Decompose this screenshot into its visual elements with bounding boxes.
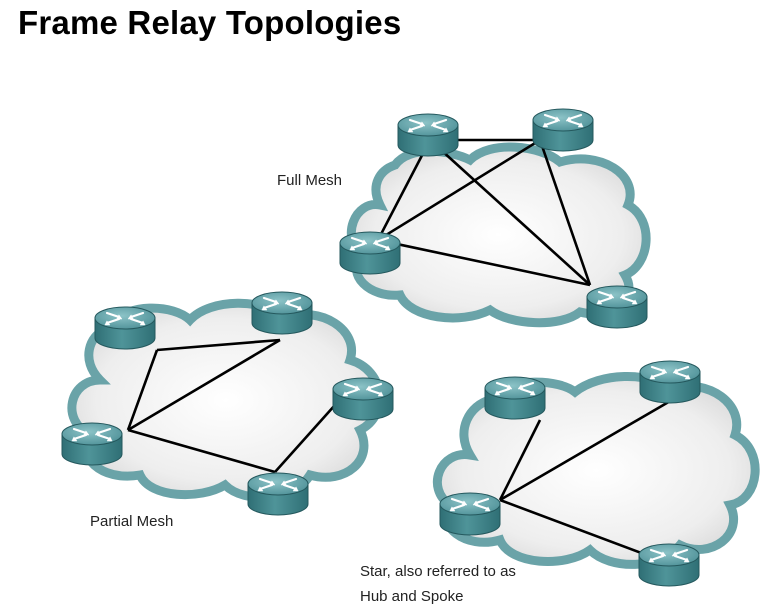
partial-mesh-label: Partial Mesh xyxy=(90,513,173,530)
router-icon xyxy=(396,112,460,158)
router-icon xyxy=(250,290,314,336)
router-icon xyxy=(585,284,649,330)
full-mesh-group xyxy=(338,107,651,330)
router-icon xyxy=(331,376,395,422)
router-icon xyxy=(638,359,702,405)
router-icon xyxy=(483,375,547,421)
router-icon xyxy=(338,230,402,276)
star-group xyxy=(432,359,760,588)
star-label-line2: Hub and Spoke xyxy=(360,588,463,605)
star-label-line1: Star, also referred to as xyxy=(360,563,516,580)
partial-mesh-links xyxy=(126,338,336,474)
router-icon xyxy=(637,542,701,588)
router-icon xyxy=(438,491,502,537)
star-links xyxy=(498,398,673,562)
page-title: Frame Relay Topologies xyxy=(18,4,402,41)
full-mesh-label: Full Mesh xyxy=(277,172,342,189)
router-icon xyxy=(60,421,124,467)
router-icon xyxy=(93,305,157,351)
router-icon xyxy=(531,107,595,153)
full-mesh-links xyxy=(376,138,592,287)
partial-mesh-group xyxy=(60,290,395,517)
router-icon xyxy=(246,471,310,517)
